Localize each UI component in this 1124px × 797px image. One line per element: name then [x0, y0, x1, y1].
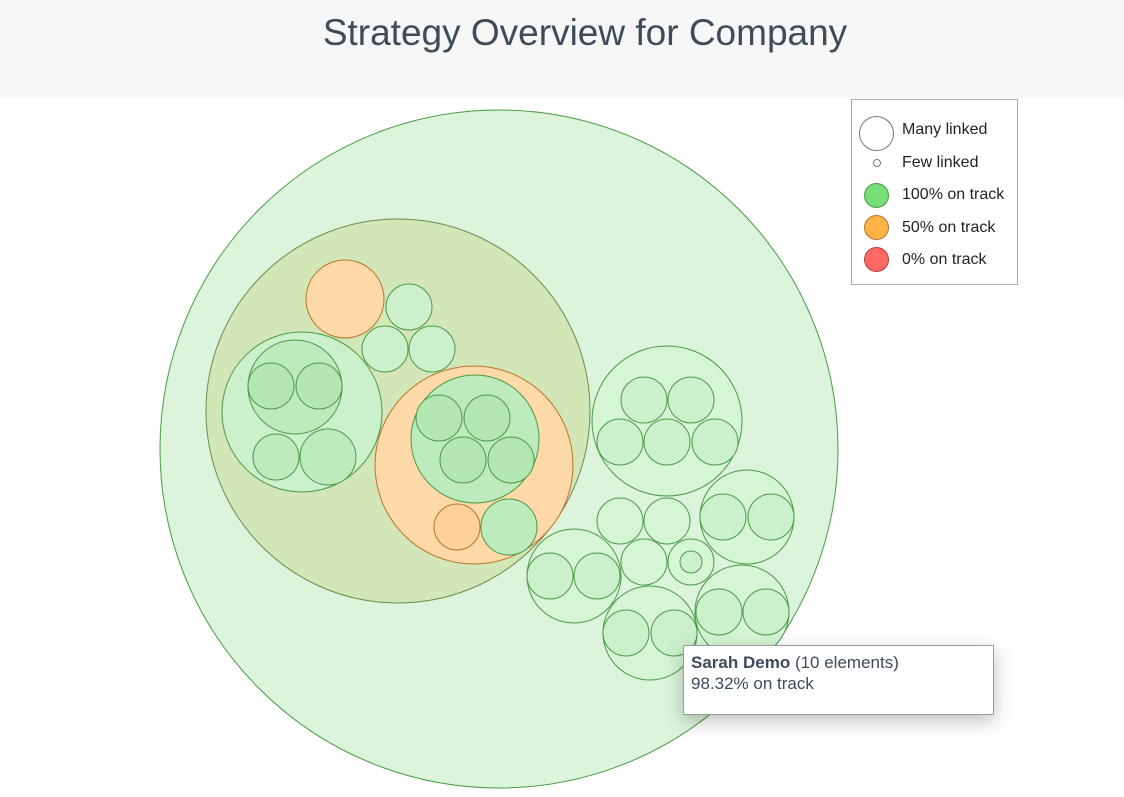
bubble[interactable] [361, 325, 409, 373]
legend-item: 100% on track [852, 183, 1019, 211]
bubble[interactable] [643, 497, 691, 545]
tooltip-count: (10 elements) [794, 653, 899, 672]
bubble[interactable] [480, 498, 538, 556]
bubble[interactable] [433, 503, 481, 551]
bubble[interactable] [620, 538, 668, 586]
bubble-orange-top[interactable] [305, 259, 385, 339]
bubble[interactable] [699, 493, 747, 541]
page-title: Strategy Overview for Company [322, 12, 848, 53]
bubble[interactable] [463, 394, 511, 442]
legend-label: Many linked [902, 121, 988, 138]
bubble[interactable] [596, 418, 644, 466]
bubble[interactable] [643, 418, 691, 466]
page-header: Strategy Overview for Company [0, 0, 1124, 98]
bubble[interactable] [695, 588, 743, 636]
bubble[interactable] [415, 394, 463, 442]
legend-label: 50% on track [902, 219, 996, 236]
legend-item: Many linked [852, 116, 1019, 151]
legend-item: 50% on track [852, 215, 1019, 243]
red-dot-icon [864, 247, 889, 272]
bubble[interactable] [299, 428, 357, 486]
legend-item: 0% on track [852, 247, 1019, 275]
tooltip-status: 98.32% on track [691, 674, 814, 693]
legend-label: 0% on track [902, 251, 987, 268]
bubble[interactable] [742, 588, 790, 636]
green-dot-icon [864, 183, 889, 208]
tooltip: Sarah Demo (10 elements) 98.32% on track [683, 645, 994, 715]
bubble[interactable] [602, 609, 650, 657]
bubble[interactable] [679, 550, 703, 574]
bubble[interactable] [691, 418, 739, 466]
bubble[interactable] [295, 362, 343, 410]
bubble[interactable] [252, 433, 300, 481]
orange-dot-icon [864, 215, 889, 240]
bubble[interactable] [573, 552, 621, 600]
bubble[interactable] [747, 493, 795, 541]
bubble[interactable] [526, 552, 574, 600]
legend-label: 100% on track [902, 186, 1005, 203]
bubble[interactable] [596, 497, 644, 545]
large-circle-icon [859, 116, 894, 151]
bubble[interactable] [408, 325, 456, 373]
bubble[interactable] [439, 436, 487, 484]
bubble[interactable] [385, 283, 433, 331]
bubble[interactable] [620, 376, 668, 424]
bubble[interactable] [487, 436, 535, 484]
legend-item: Few linked [852, 152, 1019, 180]
legend-label: Few linked [902, 154, 979, 171]
bubble[interactable] [667, 376, 715, 424]
legend: Many linked Few linked 100% on track 50%… [851, 99, 1018, 285]
bubble[interactable] [650, 609, 698, 657]
tooltip-name: Sarah Demo [691, 653, 791, 672]
bubble[interactable] [247, 362, 295, 410]
small-circle-icon [873, 159, 881, 167]
